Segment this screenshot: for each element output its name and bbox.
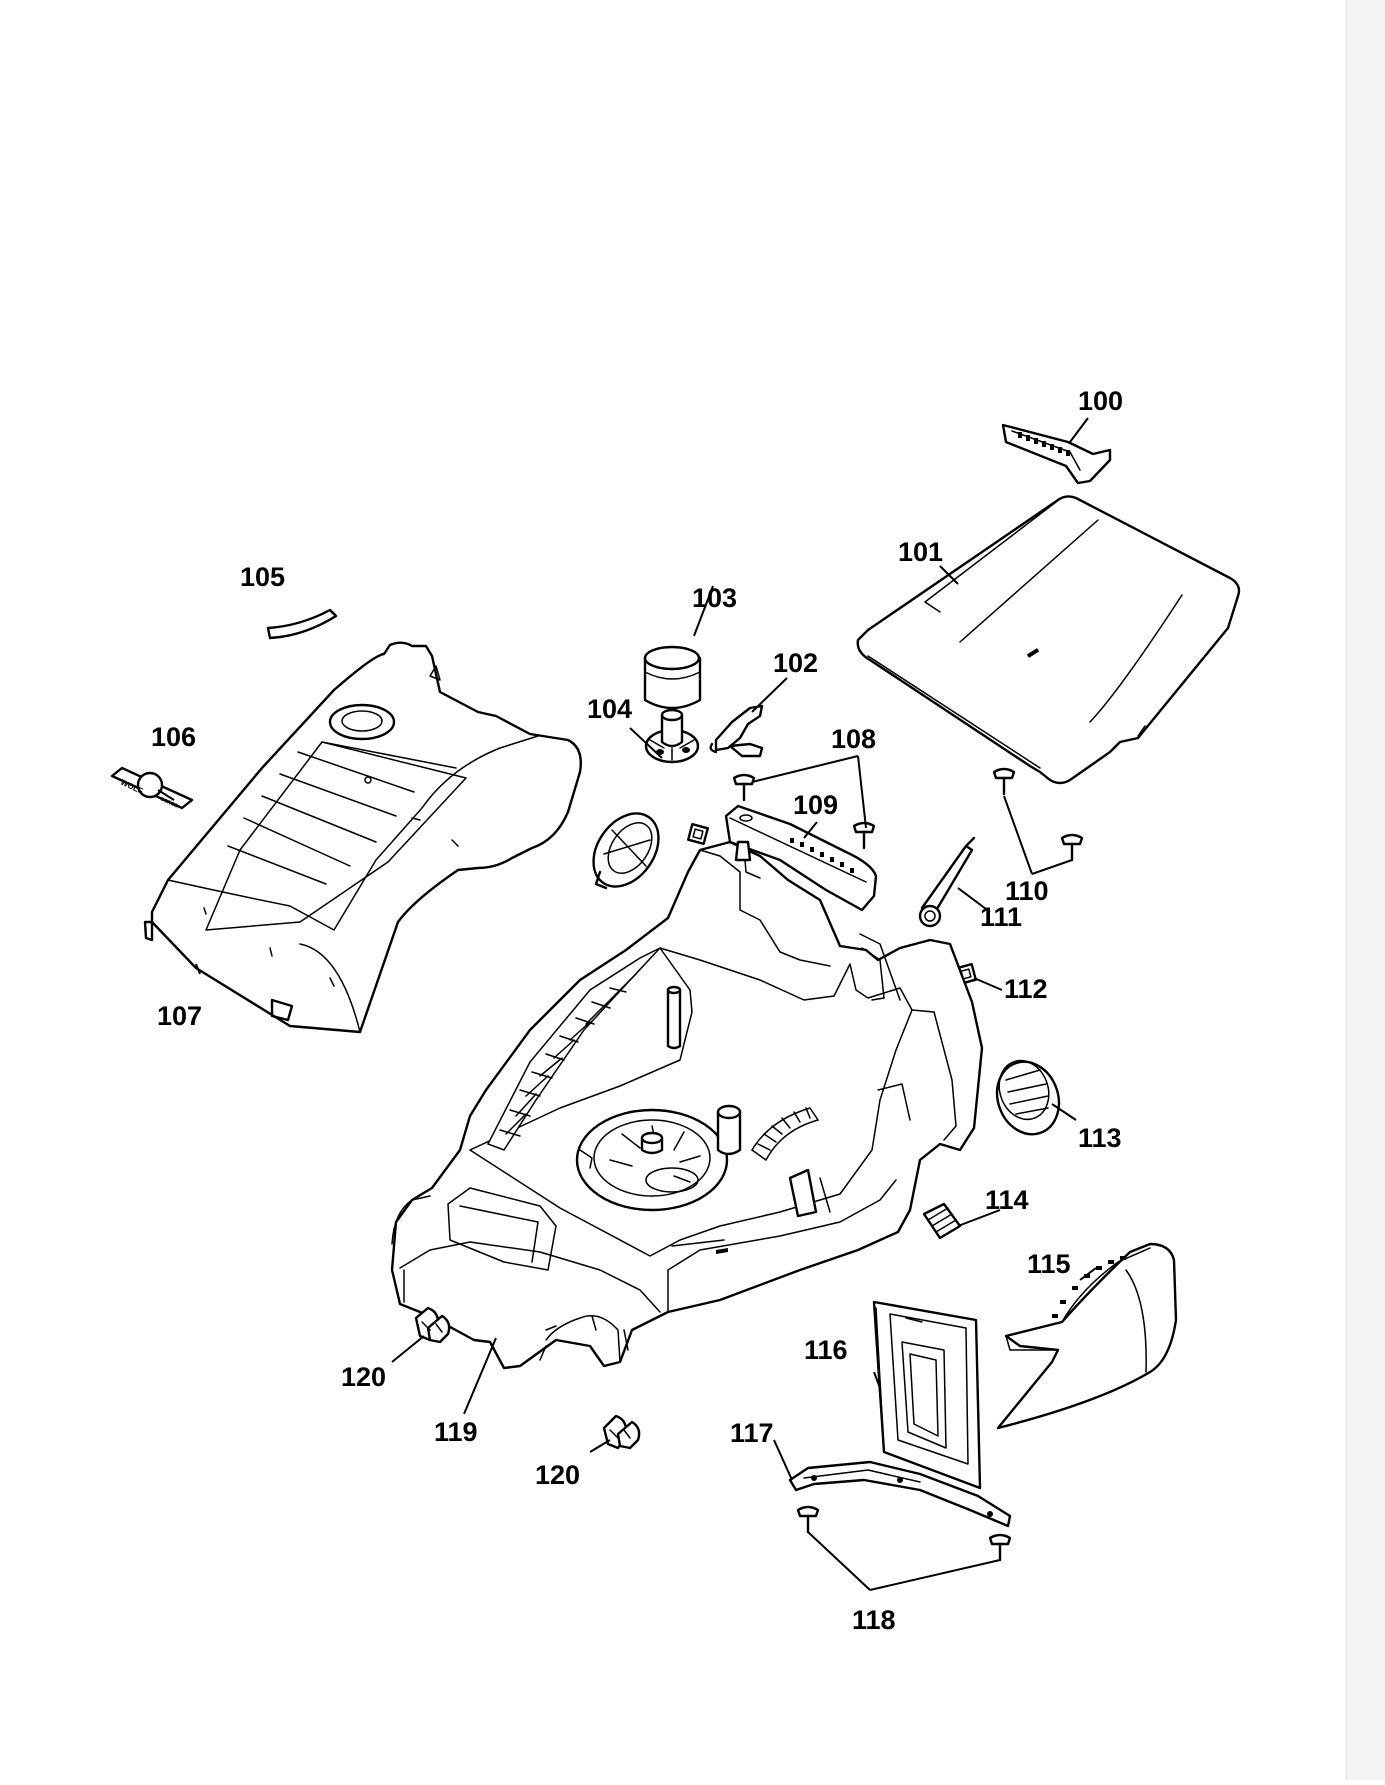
label-120b: 120 <box>535 1460 580 1490</box>
part-113-knob <box>995 1059 1061 1136</box>
label-106: 106 <box>151 722 196 752</box>
part-118-screws <box>796 1505 1012 1562</box>
label-102: 102 <box>773 648 818 678</box>
part-102-latch <box>709 704 764 758</box>
part-116-panel <box>872 1300 982 1490</box>
label-114: 114 <box>985 1185 1029 1215</box>
part-105-cord <box>266 608 338 640</box>
label-104: 104 <box>587 694 632 724</box>
label-107: 107 <box>157 1001 202 1031</box>
part-107-upper-housing <box>143 641 582 1034</box>
page-right-margin <box>1346 0 1385 1780</box>
part-101-cover <box>856 495 1241 785</box>
label-112: 112 <box>1004 974 1048 1004</box>
label-116: 116 <box>804 1335 848 1365</box>
part-119-deck <box>390 840 984 1370</box>
label-120a: 120 <box>341 1362 386 1392</box>
part-109-rack <box>724 804 878 912</box>
label-110: 110 <box>1005 876 1049 906</box>
part-120-clips-b <box>602 1414 641 1450</box>
label-109: 109 <box>793 790 838 820</box>
part-small-nut <box>687 823 709 845</box>
label-103: 103 <box>692 583 737 613</box>
part-120-clips-a <box>414 1306 451 1344</box>
part-110-screws <box>992 767 1084 862</box>
part-117-bar <box>788 1460 1012 1528</box>
label-100: 100 <box>1078 386 1123 416</box>
label-111: 111 <box>980 902 1022 932</box>
label-119: 119 <box>434 1417 478 1447</box>
label-113: 113 <box>1078 1123 1122 1153</box>
part-111-spring <box>918 836 976 928</box>
part-114-spring <box>922 1202 962 1240</box>
label-115: 115 <box>1027 1249 1071 1279</box>
part-103-cup <box>643 645 702 710</box>
exploded-parts-diagram: WOLF series <box>110 386 1241 1635</box>
label-105: 105 <box>240 562 285 592</box>
label-118: 118 <box>852 1605 896 1635</box>
label-117: 117 <box>730 1418 774 1448</box>
label-101: 101 <box>898 537 943 567</box>
label-108: 108 <box>831 724 876 754</box>
leader-lines <box>157 417 1097 1591</box>
part-104-hub <box>644 708 700 764</box>
part-wheel-disc <box>592 812 660 890</box>
part-115-flap <box>996 1242 1178 1430</box>
part-106-decal: WOLF series <box>110 766 194 810</box>
part-number-labels: 100 101 102 103 104 105 106 107 108 109 … <box>151 386 1123 1635</box>
part-100-grip <box>1001 423 1112 485</box>
